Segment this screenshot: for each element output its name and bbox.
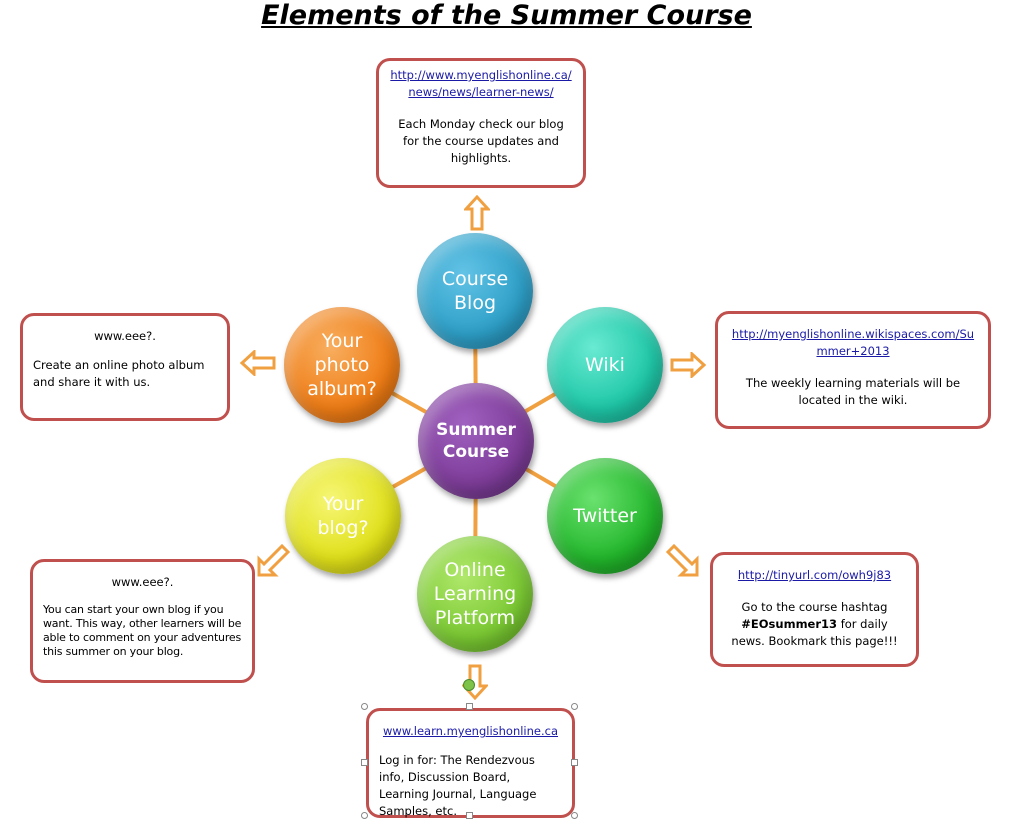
node-twitter[interactable]: Twitter xyxy=(547,458,663,574)
arrow-up-icon xyxy=(464,195,490,231)
arrow-down-left-icon xyxy=(257,543,291,577)
your-blog-heading: www.eee?. xyxy=(111,575,174,589)
twitter-text-after: for daily news. Bookmark this page!!! xyxy=(731,617,898,648)
photo-album-heading: www.eee?. xyxy=(94,329,156,343)
resize-handle-top-right[interactable] xyxy=(571,703,578,710)
platform-link[interactable]: www.learn.myenglishonline.ca xyxy=(382,724,559,738)
diagram-title: Elements of the Summer Course xyxy=(261,0,752,31)
box-photo-album: www.eee?. Create an online photo album a… xyxy=(20,313,230,421)
arrow-down-right-icon xyxy=(665,543,699,577)
arrow-left-icon xyxy=(240,350,276,376)
twitter-link[interactable]: http://tinyurl.com/owh9j83 xyxy=(737,568,892,582)
box-wiki: http://myenglishonline.wikispaces.com/Su… xyxy=(715,311,991,429)
twitter-text-before: Go to the course hashtag xyxy=(741,600,888,614)
resize-handle-right[interactable] xyxy=(571,759,578,766)
node-your-blog[interactable]: Your blog? xyxy=(285,458,401,574)
wiki-text: The weekly learning materials will be lo… xyxy=(745,376,961,407)
resize-handle-bottom-left[interactable] xyxy=(361,812,368,819)
course-blog-text: Each Monday check our blog for the cours… xyxy=(398,117,564,165)
arrow-right-icon xyxy=(670,352,706,378)
box-twitter: http://tinyurl.com/owh9j83 Go to the cou… xyxy=(710,552,919,667)
box-your-blog: www.eee?. You can start your own blog if… xyxy=(30,559,255,683)
node-your-photo-album[interactable]: Your photo album? xyxy=(284,307,400,423)
your-blog-text: You can start your own blog if you want.… xyxy=(43,603,242,658)
platform-text: Log in for: The Rendezvous info, Discuss… xyxy=(379,753,537,818)
photo-album-text: Create an online photo album and share i… xyxy=(33,358,205,389)
box-online-learning-platform: www.learn.myenglishonline.ca Log in for:… xyxy=(366,708,575,818)
wiki-link[interactable]: http://myenglishonline.wikispaces.com/Su… xyxy=(731,327,975,358)
resize-handle-left[interactable] xyxy=(361,759,368,766)
course-blog-link[interactable]: http://www.myenglishonline.ca/news/news/… xyxy=(390,68,572,99)
resize-handle-top-left[interactable] xyxy=(361,703,368,710)
twitter-hashtag: #EOsummer13 xyxy=(741,617,838,631)
resize-handle-top[interactable] xyxy=(466,703,473,710)
rotation-handle[interactable] xyxy=(463,679,475,691)
node-summer-course[interactable]: Summer Course xyxy=(418,383,534,499)
twitter-text: Go to the course hashtag #EOsummer13 for… xyxy=(723,599,906,650)
node-online-learning-platform[interactable]: Online Learning Platform xyxy=(417,536,533,652)
box-course-blog: http://www.myenglishonline.ca/news/news/… xyxy=(376,58,586,188)
node-course-blog[interactable]: Course Blog xyxy=(417,233,533,349)
resize-handle-bottom[interactable] xyxy=(466,812,473,819)
node-wiki[interactable]: Wiki xyxy=(547,307,663,423)
resize-handle-bottom-right[interactable] xyxy=(571,812,578,819)
